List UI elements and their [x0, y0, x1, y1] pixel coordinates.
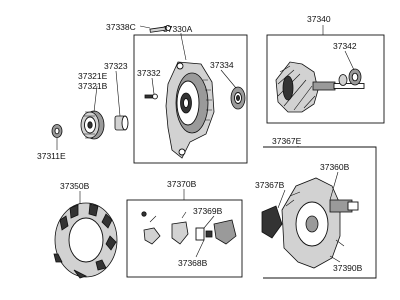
label-37330a: 37330A — [163, 24, 193, 34]
rear-bracket-part — [261, 177, 359, 269]
brush-group-box — [126, 199, 243, 278]
front-bracket-part — [165, 61, 215, 159]
rotor-bearing-part — [338, 68, 362, 86]
label-37350b: 37350B — [60, 181, 90, 191]
pulley-collar-part — [114, 115, 129, 131]
through-bolt-part — [149, 24, 172, 33]
pulley-nut-part — [51, 124, 63, 138]
pulley-part — [80, 110, 105, 140]
bracket-screw-part — [144, 93, 158, 100]
label-37390b: 37390B — [333, 263, 363, 273]
label-37367b: 37367B — [255, 180, 285, 190]
front-bearing-part — [230, 86, 246, 110]
label-37367e: 37367E — [272, 136, 302, 146]
label-37342: 37342 — [333, 41, 357, 51]
label-37321e: 37321E — [78, 71, 108, 81]
stator-part — [53, 202, 118, 279]
label-37311e: 37311E — [37, 151, 66, 161]
front-bracket-group-box — [133, 34, 248, 164]
label-37332: 37332 — [137, 68, 161, 78]
label-37334: 37334 — [210, 60, 234, 70]
label-37370b: 37370B — [167, 179, 197, 189]
leader-lines — [56, 25, 355, 263]
rotor-group-box — [266, 34, 385, 124]
label-37369b: 37369B — [193, 206, 223, 216]
label-37340: 37340 — [307, 14, 331, 24]
brush-holder-parts — [141, 211, 237, 245]
label-37338c: 37338C — [106, 22, 136, 32]
rear-bracket-group-box — [263, 146, 377, 279]
rotor-part — [275, 61, 365, 113]
label-37321b: 37321B — [78, 81, 108, 91]
label-37360b: 37360B — [320, 162, 350, 172]
label-37368b: 37368B — [178, 258, 208, 268]
label-37323: 37323 — [104, 61, 128, 71]
